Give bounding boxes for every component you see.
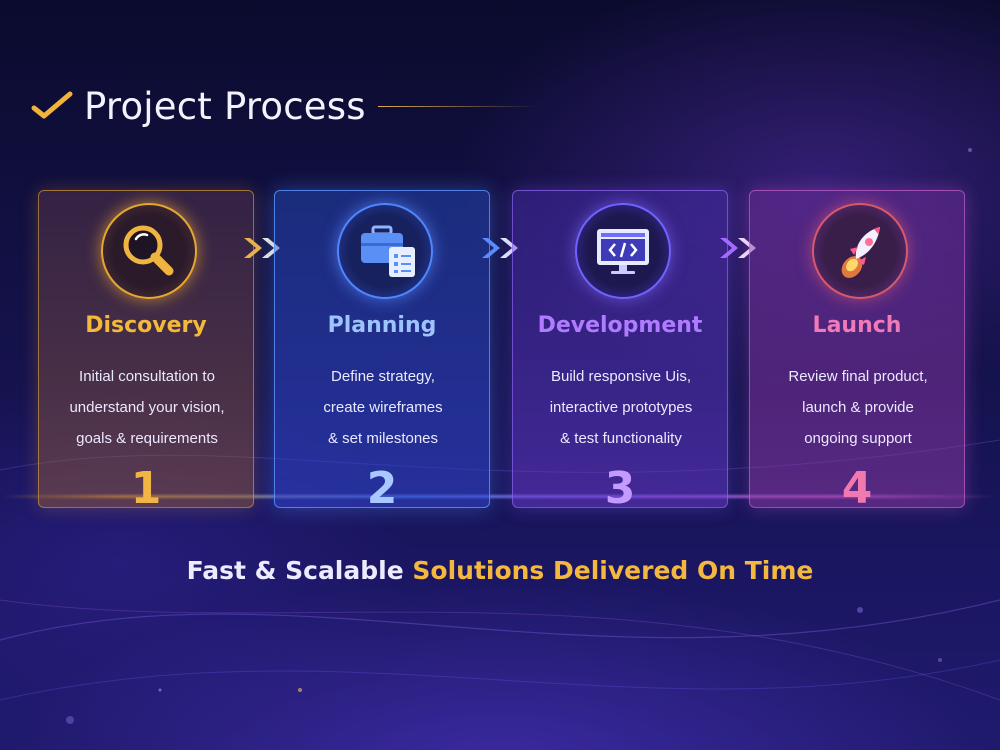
step-description-line: ongoing support	[804, 430, 912, 447]
check-icon	[31, 91, 73, 119]
step-description-line: goals & requirements	[76, 430, 218, 447]
page-title: Project Process	[84, 84, 366, 128]
step-description-line: & set milestones	[327, 430, 439, 447]
code-monitor-icon	[597, 229, 649, 274]
step-number: 1	[130, 463, 162, 514]
step-number: 4	[841, 463, 873, 514]
step-description: Define strategy, create wireframes & set…	[283, 361, 483, 454]
step-description: Initial consultation to understand your …	[47, 361, 247, 454]
step-card-launch: Launch Review final product, launch & pr…	[749, 190, 965, 514]
title-underline	[378, 106, 538, 107]
step-number: 3	[604, 463, 636, 514]
step-card-development: Development Build responsive Uis, intera…	[512, 190, 728, 514]
step-icon-badge	[812, 203, 908, 299]
step-description-line: Review final product,	[788, 368, 928, 385]
step-card-discovery: Discovery Initial consultation to unders…	[38, 190, 254, 514]
step-description-line: Initial consultation to	[79, 368, 215, 385]
step-title: Discovery	[85, 313, 207, 338]
tagline: Fast & Scalable Solutions Delivered On T…	[0, 556, 1000, 585]
step-description: Review final product, launch & provide o…	[758, 361, 958, 454]
step-title: Development	[537, 313, 703, 338]
step-icon-badge	[101, 203, 197, 299]
step-description-line: Build responsive Uis,	[550, 368, 692, 385]
step-description-line: launch & provide	[802, 399, 914, 416]
step-description: Build responsive Uis, interactive protot…	[521, 361, 721, 454]
rocket-icon	[841, 227, 880, 278]
page-header: Project Process	[30, 78, 366, 134]
step-description-line: understand your vision,	[69, 399, 225, 416]
step-description-line: interactive prototypes	[549, 399, 693, 416]
step-number: 2	[366, 463, 398, 514]
glow-divider	[0, 495, 1000, 498]
briefcase-checklist-icon	[361, 225, 415, 277]
process-steps: Discovery Initial consultation to unders…	[38, 190, 968, 514]
step-description-line: Define strategy,	[331, 368, 435, 385]
magnifier-icon	[123, 225, 174, 276]
step-icon-badge	[337, 203, 433, 299]
tagline-lead: Fast & Scalable	[186, 556, 404, 585]
step-title: Planning	[327, 313, 437, 338]
tagline-highlight: Solutions Delivered On Time	[412, 556, 814, 585]
step-title: Launch	[812, 313, 902, 338]
step-icon-badge	[575, 203, 671, 299]
step-description-line: create wireframes	[323, 399, 443, 416]
step-description-line: & test functionality	[560, 430, 682, 447]
step-card-planning: Planning Define strategy, create wirefra…	[274, 190, 490, 514]
